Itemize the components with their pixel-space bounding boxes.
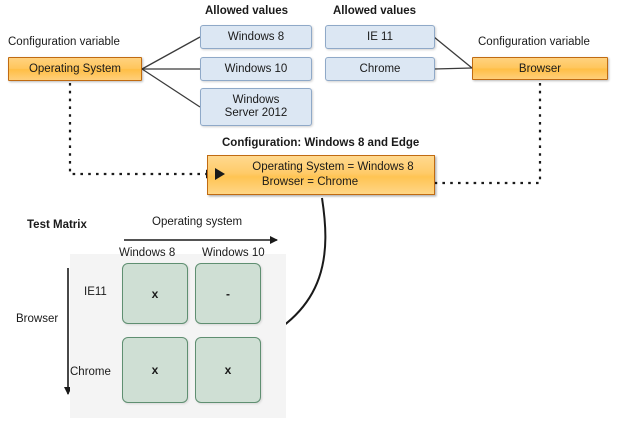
- allowed-value-ie-11-label: IE 11: [367, 30, 393, 43]
- allowed-value-chrome[interactable]: Chrome: [325, 57, 435, 81]
- config-variable-operating-system[interactable]: Operating System: [8, 57, 142, 81]
- os-to-config-dotted: [68, 83, 206, 176]
- matrix-x-axis-label: Operating system: [152, 216, 243, 228]
- browser-allowed-values-caption: Allowed values: [333, 5, 417, 17]
- matrix-row-header-chrome: Chrome: [70, 366, 111, 378]
- browser-variable-caption: Configuration variable: [478, 36, 590, 48]
- matrix-cell-ie11-windows-8[interactable]: x: [122, 263, 188, 324]
- configuration-caption: Configuration: Windows 8 and Edge: [222, 137, 420, 149]
- test-matrix-caption: Test Matrix: [27, 219, 87, 231]
- config-variable-browser[interactable]: Browser: [472, 57, 608, 80]
- matrix-column-header-windows-8: Windows 8: [119, 247, 176, 259]
- os-value-connectors: [141, 36, 201, 108]
- allowed-value-windows-10[interactable]: Windows 10: [200, 57, 312, 81]
- matrix-cell-value: -: [226, 286, 230, 301]
- matrix-cell-value: x: [151, 286, 159, 301]
- matrix-column-header-windows-10: Windows 10: [202, 247, 265, 259]
- matrix-cell-ie11-windows-10[interactable]: -: [195, 263, 261, 324]
- config-variable-browser-label: Browser: [518, 62, 562, 75]
- config-variable-operating-system-label: Operating System: [28, 63, 122, 75]
- configuration-box[interactable]: Operating System = Windows 8 Browser = C…: [207, 155, 435, 195]
- configuration-line-operating-system: Operating System = Windows 8: [252, 161, 414, 173]
- allowed-value-windows-8[interactable]: Windows 8: [200, 25, 312, 49]
- matrix-cell-chrome-windows-10[interactable]: x: [195, 337, 261, 403]
- allowed-value-windows-8-label: Windows 8: [227, 30, 285, 43]
- allowed-value-ie-11[interactable]: IE 11: [325, 25, 435, 49]
- matrix-y-axis-label: Browser: [16, 313, 59, 325]
- os-variable-caption: Configuration variable: [8, 36, 120, 48]
- matrix-cell-value: x: [224, 363, 232, 377]
- allowed-value-chrome-label: Chrome: [359, 62, 401, 75]
- allowed-value-windows-10-label: Windows 10: [224, 62, 288, 75]
- browser-value-connectors: [433, 36, 473, 70]
- matrix-cell-value: x: [151, 363, 159, 377]
- matrix-row-header-ie11: IE11: [84, 286, 107, 298]
- configuration-line-browser: Browser = Chrome: [261, 176, 359, 188]
- matrix-cell-chrome-windows-8[interactable]: x: [122, 337, 188, 403]
- os-allowed-values-caption: Allowed values: [205, 5, 289, 17]
